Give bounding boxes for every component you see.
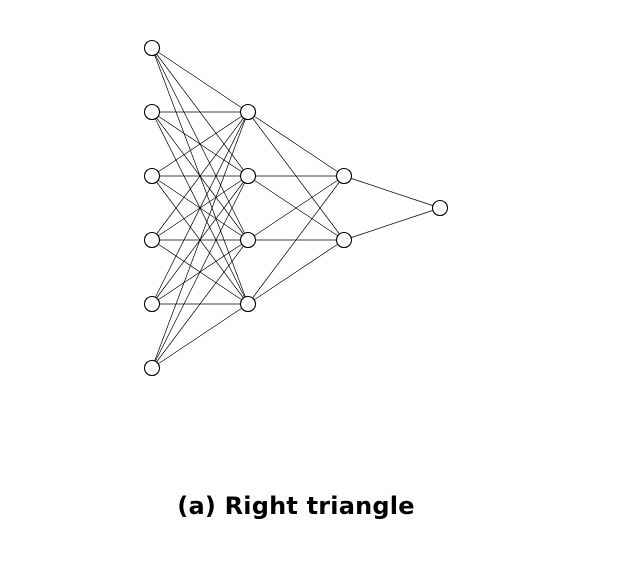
node-layer1-3: [239, 295, 257, 313]
edge-l1-3-to-l2-1: [247, 239, 345, 305]
edge-l0-5-to-l1-0: [151, 111, 249, 369]
node-layer2-0: [335, 167, 353, 185]
node-layer0-3: [143, 231, 161, 249]
node-layer2-1: [335, 231, 353, 249]
edge-l1-0-to-l2-0: [247, 111, 345, 177]
node-layer1-0: [239, 103, 257, 121]
edge-l0-3-to-l1-0: [151, 111, 249, 241]
edge-l2-1-to-l3-0: [343, 207, 441, 241]
network-nodes: [143, 39, 449, 377]
edge-l0-5-to-l1-2: [151, 239, 249, 369]
edge-l2-0-to-l3-0: [343, 175, 441, 209]
edge-l0-0-to-l1-0: [151, 47, 249, 113]
node-layer1-2: [239, 231, 257, 249]
edge-l1-3-to-l2-0: [247, 175, 345, 305]
node-layer1-1: [239, 167, 257, 185]
node-layer0-5: [143, 359, 161, 377]
edge-l1-2-to-l2-0: [247, 175, 345, 241]
edge-l0-2-to-l1-0: [151, 111, 249, 177]
node-layer0-1: [143, 103, 161, 121]
node-layer0-2: [143, 167, 161, 185]
figure-caption: (a) Right triangle: [177, 492, 415, 520]
edge-l0-5-to-l1-1: [151, 175, 249, 369]
network-edges: [151, 47, 441, 369]
node-layer0-0: [143, 39, 161, 57]
edge-l0-4-to-l1-0: [151, 111, 249, 305]
edge-l0-5-to-l1-3: [151, 303, 249, 369]
node-layer3-0: [431, 199, 449, 217]
node-layer0-4: [143, 295, 161, 313]
